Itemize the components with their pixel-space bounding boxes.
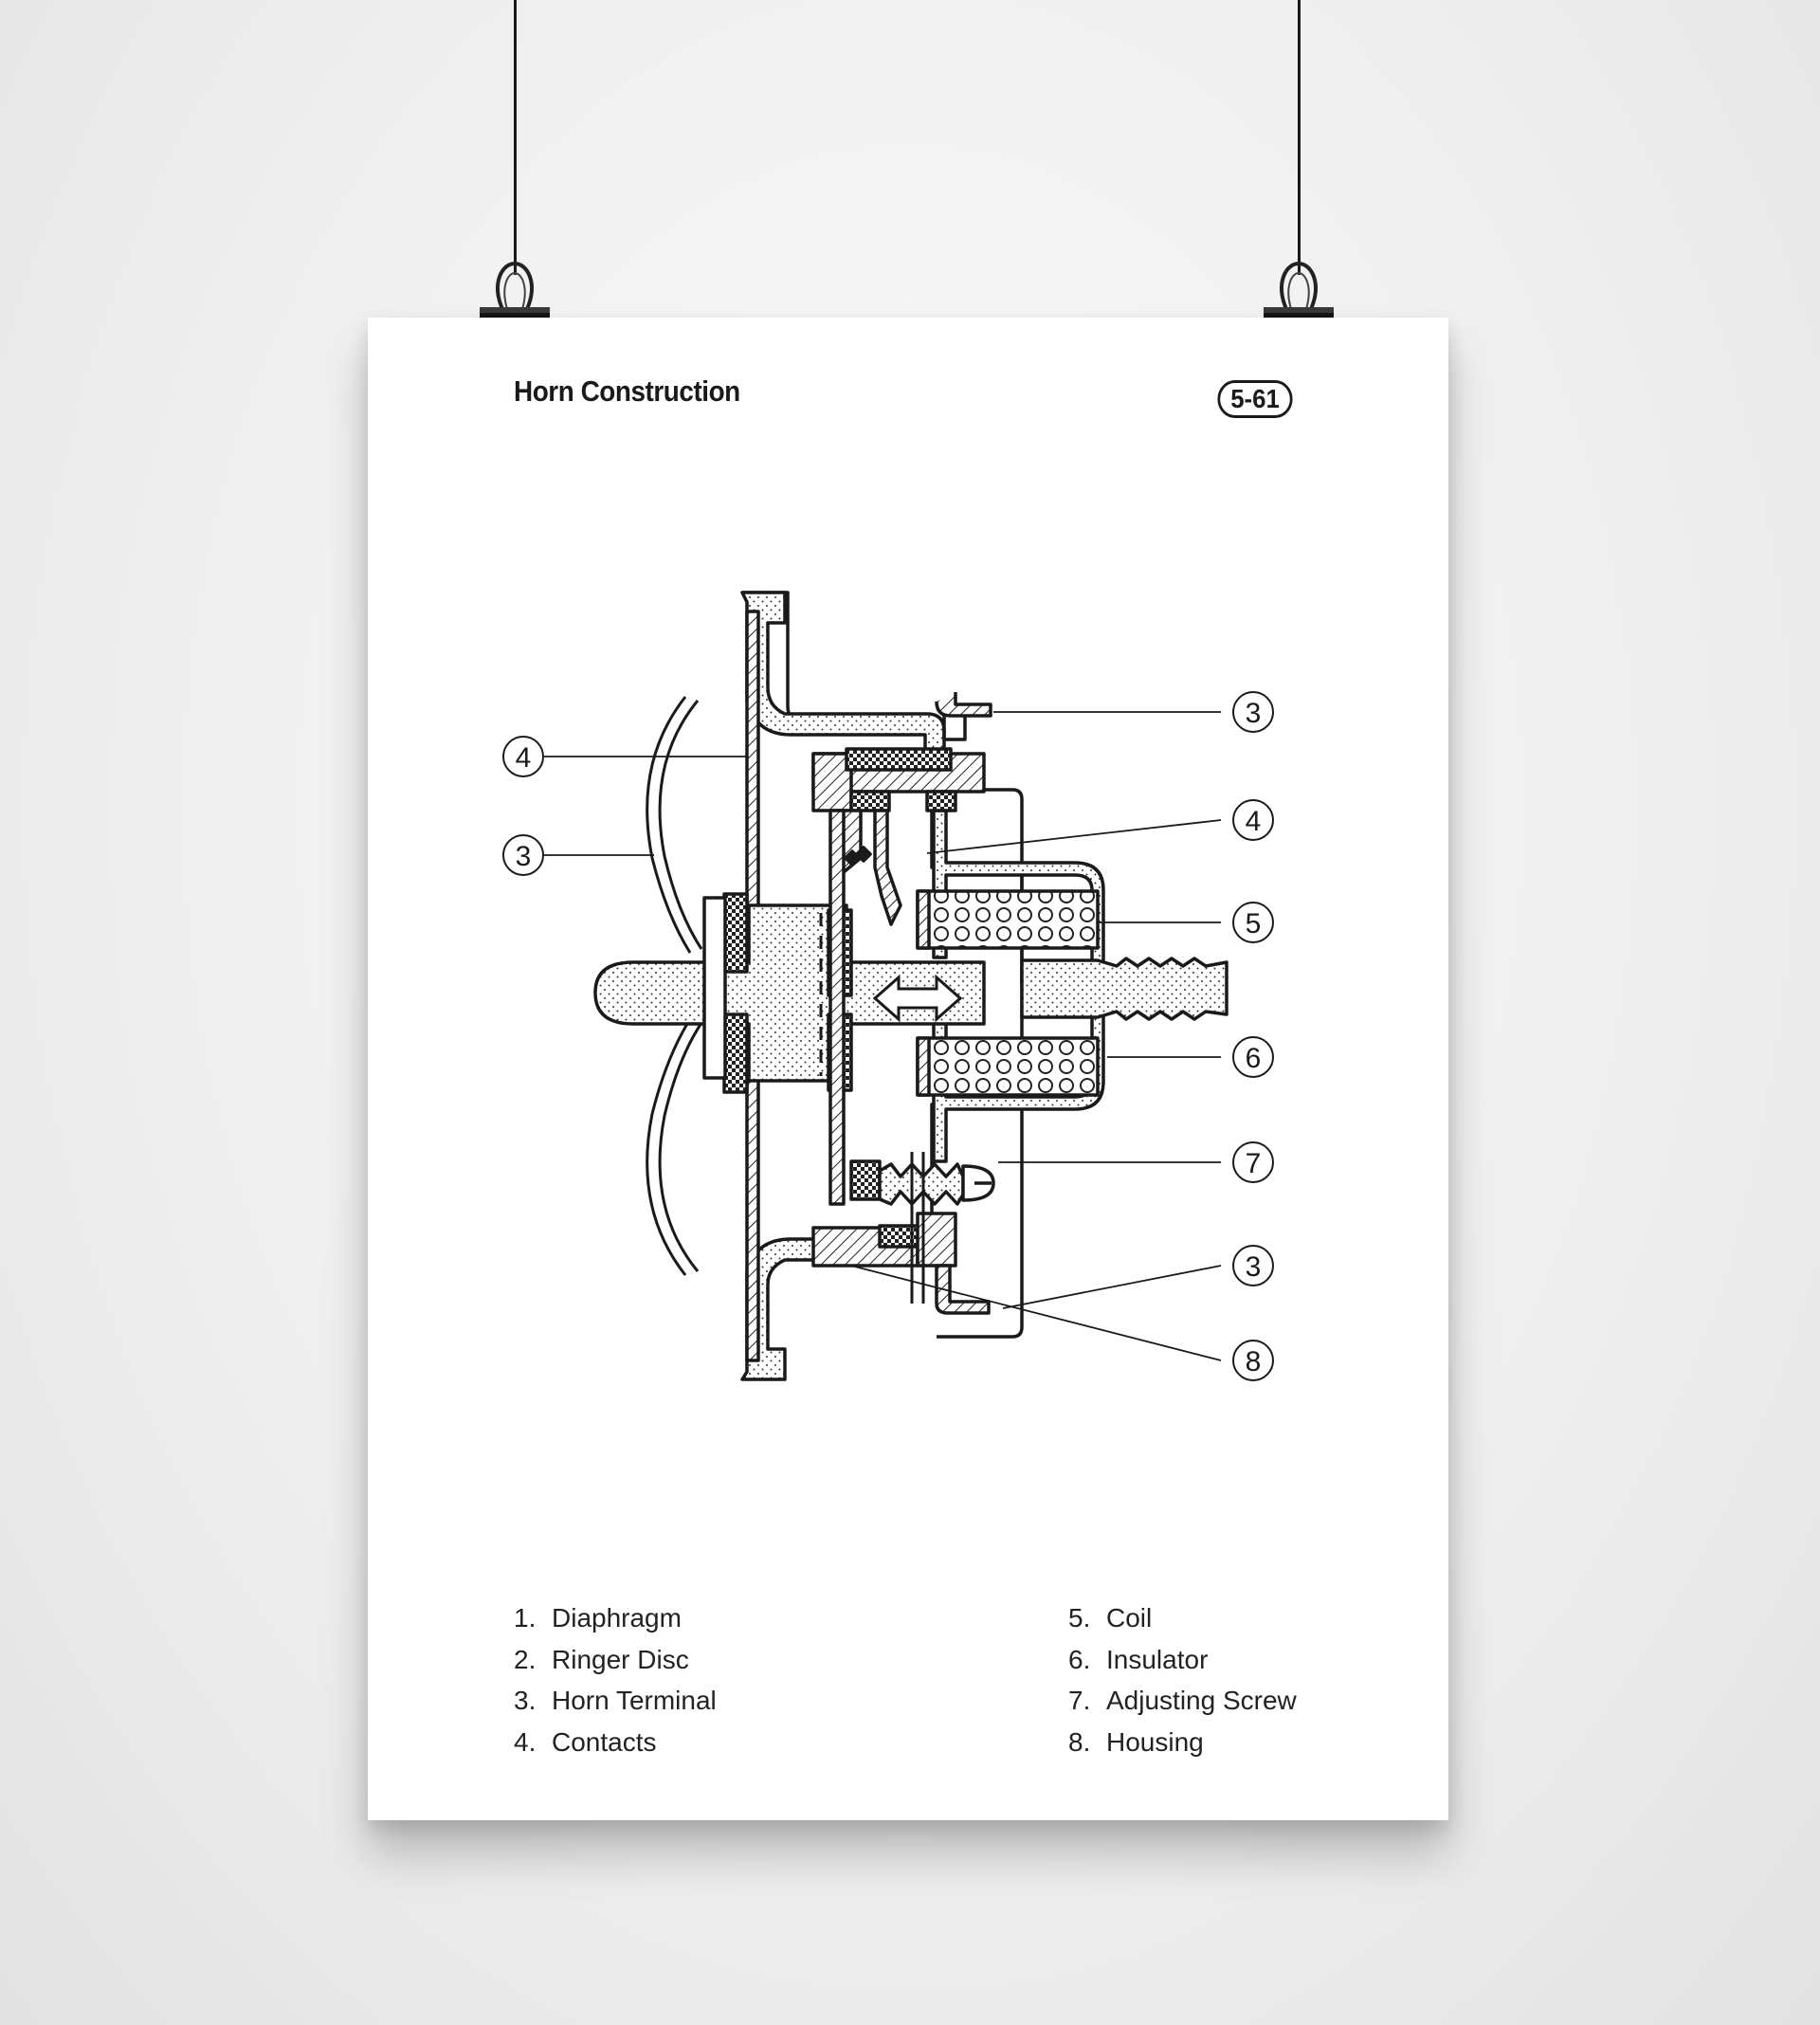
diaphragm-curve-lower — [646, 1018, 692, 1276]
hanging-wire-left — [514, 0, 517, 275]
adjusting-screw — [878, 1162, 965, 1206]
svg-text:4: 4 — [516, 742, 532, 774]
terminal-stud — [1020, 957, 1228, 1021]
double-arrow-icon — [872, 974, 963, 1023]
poster-title: Horn Construction — [514, 374, 740, 408]
legend-item: 8.Housing — [1068, 1726, 1204, 1757]
horn-cross-section-diagram: 3 4 4 3 5 6 7 — [502, 591, 1274, 1381]
legend-item: 2.Ringer Disc — [514, 1644, 689, 1674]
legend-item: 4.Contacts — [514, 1726, 657, 1757]
callout-5: 5 — [1232, 902, 1274, 943]
legend-item: 6.Insulator — [1068, 1644, 1209, 1674]
callout-3-left: 4 — [502, 736, 544, 777]
legend-item: 7.Adjusting Screw — [1068, 1686, 1297, 1715]
svg-text:4: 4 — [1246, 806, 1262, 837]
legend-item: 3.Horn Terminal — [514, 1686, 717, 1715]
parts-legend-left: 1.Diaphragm 2.Ringer Disc 3.Horn Termina… — [514, 1597, 717, 1762]
legend-item: 5.Coil — [1068, 1603, 1153, 1633]
callout-4-left: 3 — [502, 834, 544, 876]
legend-item: 1.Diaphragm — [514, 1603, 682, 1633]
diaphragm-curve-upper — [646, 696, 692, 954]
callout-3-top: 3 — [1232, 691, 1274, 733]
page-number-badge: 5-61 — [1217, 380, 1293, 418]
svg-text:5: 5 — [1246, 908, 1262, 940]
svg-text:3: 3 — [1246, 698, 1262, 729]
coil-upper — [916, 889, 1100, 950]
poster-sheet: Horn Construction 5-61 — [368, 318, 1448, 1820]
parts-legend-right: 5.Coil 6.Insulator 7.Adjusting Screw 8.H… — [1068, 1597, 1297, 1762]
svg-text:3: 3 — [1246, 1251, 1262, 1283]
callout-7: 7 — [1232, 1141, 1274, 1183]
svg-text:3: 3 — [516, 841, 532, 872]
svg-text:8: 8 — [1246, 1346, 1262, 1377]
svg-text:7: 7 — [1246, 1148, 1262, 1179]
hanging-wire-right — [1298, 0, 1301, 275]
callout-3-bottom: 3 — [1232, 1245, 1274, 1286]
callout-6: 6 — [1232, 1036, 1274, 1078]
callout-4-right: 4 — [1232, 799, 1274, 841]
callout-8: 8 — [1232, 1340, 1274, 1381]
coil-lower — [916, 1036, 1100, 1097]
svg-text:6: 6 — [1246, 1043, 1262, 1074]
